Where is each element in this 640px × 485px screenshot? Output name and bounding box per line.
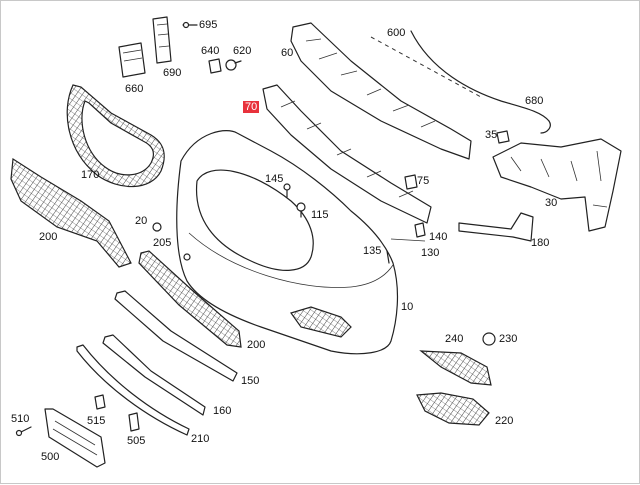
part-640-620-clips bbox=[208, 58, 242, 74]
part-10-bumper-cover bbox=[176, 130, 399, 355]
label-130: 130 bbox=[421, 247, 440, 259]
label-500: 500 bbox=[41, 451, 60, 463]
part-200-lower-grille bbox=[138, 250, 242, 348]
part-200-left-grille bbox=[10, 157, 132, 268]
part-150-trim bbox=[114, 290, 238, 382]
label-150: 150 bbox=[241, 375, 260, 387]
label-75: 75 bbox=[417, 175, 430, 187]
label-180: 180 bbox=[531, 237, 550, 249]
label-690: 690 bbox=[163, 67, 182, 79]
label-205: 205 bbox=[153, 237, 172, 249]
label-160: 160 bbox=[213, 405, 232, 417]
part-220-grille bbox=[416, 392, 490, 426]
label-20: 20 bbox=[135, 215, 148, 227]
small-fasteners bbox=[152, 130, 510, 264]
part-160-strip bbox=[102, 334, 206, 416]
label-200-lower: 200 bbox=[247, 339, 266, 351]
label-30: 30 bbox=[545, 197, 558, 209]
part-515-clip bbox=[94, 394, 106, 410]
part-240-fog-grille bbox=[419, 350, 492, 386]
label-600: 600 bbox=[387, 27, 406, 39]
part-210-chrome-strip bbox=[76, 344, 190, 436]
label-640: 640 bbox=[201, 45, 220, 57]
part-505-clip bbox=[128, 412, 140, 432]
part-600-harness bbox=[370, 30, 551, 134]
label-510: 510 bbox=[11, 413, 30, 425]
label-135: 135 bbox=[363, 245, 382, 257]
label-505: 505 bbox=[127, 435, 146, 447]
label-200-left: 200 bbox=[39, 231, 58, 243]
label-10: 10 bbox=[401, 301, 414, 313]
part-60-carrier bbox=[290, 22, 472, 160]
label-140: 140 bbox=[429, 231, 448, 243]
part-70-absorber bbox=[262, 84, 432, 224]
label-145: 145 bbox=[265, 173, 284, 185]
part-500-plate bbox=[44, 408, 106, 468]
label-240: 240 bbox=[445, 333, 464, 345]
label-660: 660 bbox=[125, 83, 144, 95]
label-515: 515 bbox=[87, 415, 106, 427]
part-660-module bbox=[118, 42, 146, 78]
label-35: 35 bbox=[485, 129, 498, 141]
part-30-bracket bbox=[492, 138, 622, 232]
label-210: 210 bbox=[191, 433, 210, 445]
label-695: 695 bbox=[199, 19, 218, 31]
label-680: 680 bbox=[525, 95, 544, 107]
label-170: 170 bbox=[81, 169, 100, 181]
part-230-clip bbox=[482, 332, 496, 346]
part-180-bracket bbox=[458, 212, 534, 242]
label-60: 60 bbox=[281, 47, 294, 59]
label-70: 70 bbox=[243, 101, 260, 113]
part-695-bracket bbox=[152, 16, 198, 64]
label-220: 220 bbox=[495, 415, 514, 427]
label-115: 115 bbox=[311, 209, 329, 221]
label-620: 620 bbox=[233, 45, 252, 57]
label-230: 230 bbox=[499, 333, 518, 345]
part-170-grille-frame bbox=[66, 84, 165, 188]
part-510-bolt bbox=[15, 426, 32, 437]
